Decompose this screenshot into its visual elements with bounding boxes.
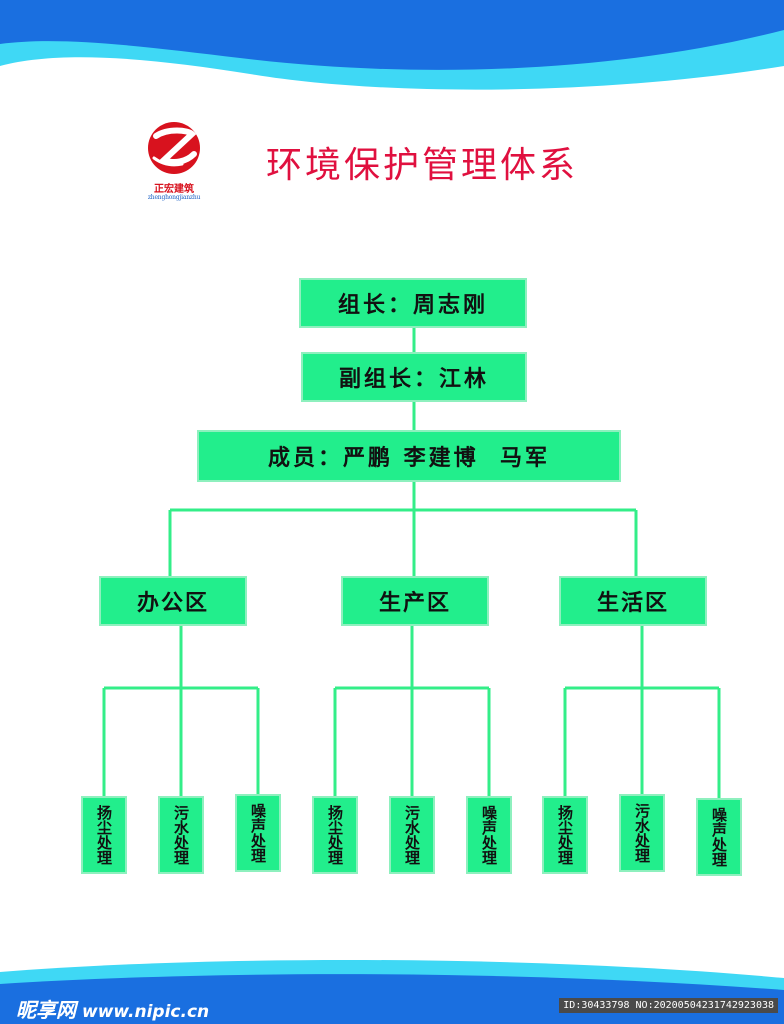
office-task-noise-label: 噪声处理 — [249, 803, 267, 863]
site-watermark: 昵享网 www.nipic.cn — [16, 994, 209, 1023]
living-task-sewage-label: 污水处理 — [633, 803, 651, 863]
leader-box: 组长：周志刚 — [299, 278, 527, 328]
production-task-noise: 噪声处理 — [466, 796, 512, 874]
zone-office-label: 办公区 — [136, 591, 209, 616]
office-task-sewage: 污水处理 — [158, 796, 204, 874]
production-task-sewage: 污水处理 — [389, 796, 435, 874]
leader-label: 组长：周志刚 — [337, 293, 488, 318]
top-wave-primary — [0, 0, 784, 70]
production-task-noise-label: 噪声处理 — [480, 805, 498, 865]
living-task-noise: 噪声处理 — [696, 798, 742, 876]
image-id-label: ID:30433798 NO:20200504231742923038 — [559, 998, 778, 1013]
living-task-noise-label: 噪声处理 — [710, 807, 728, 867]
zone-office-box: 办公区 — [99, 576, 247, 626]
site-name: 昵享网 — [16, 998, 76, 1022]
zone-production-label: 生产区 — [378, 591, 451, 616]
deputy-leader-box: 副组长：江林 — [301, 352, 527, 402]
logo-name-en: zhenghongjianzhu — [147, 194, 201, 201]
page-title: 环境保护管理体系 — [266, 145, 579, 186]
production-task-dust-label: 扬尘处理 — [326, 805, 344, 865]
deputy-leader-label: 副组长：江林 — [338, 367, 489, 392]
production-task-sewage-label: 污水处理 — [403, 805, 421, 865]
office-task-dust-label: 扬尘处理 — [95, 805, 113, 865]
site-url: www.nipic.cn — [82, 1002, 210, 1022]
members-label: 成员：严鹏 李建博 马军 — [268, 446, 550, 471]
living-task-dust-label: 扬尘处理 — [556, 805, 574, 865]
members-box: 成员：严鹏 李建博 马军 — [197, 430, 621, 482]
living-task-sewage: 污水处理 — [619, 794, 665, 872]
z-swoosh-logo-icon — [148, 122, 200, 174]
office-task-sewage-label: 污水处理 — [172, 805, 190, 865]
living-task-dust: 扬尘处理 — [542, 796, 588, 874]
top-wave-decoration — [0, 0, 784, 90]
zone-production-box: 生产区 — [341, 576, 489, 626]
zone-living-box: 生活区 — [559, 576, 707, 626]
production-task-dust: 扬尘处理 — [312, 796, 358, 874]
logo-name-cn: 正宏建筑 — [154, 184, 194, 195]
office-task-noise: 噪声处理 — [235, 794, 281, 872]
zone-living-label: 生活区 — [596, 591, 669, 616]
office-task-dust: 扬尘处理 — [81, 796, 127, 874]
company-logo: 正宏建筑 zhenghongjianzhu — [138, 120, 210, 210]
